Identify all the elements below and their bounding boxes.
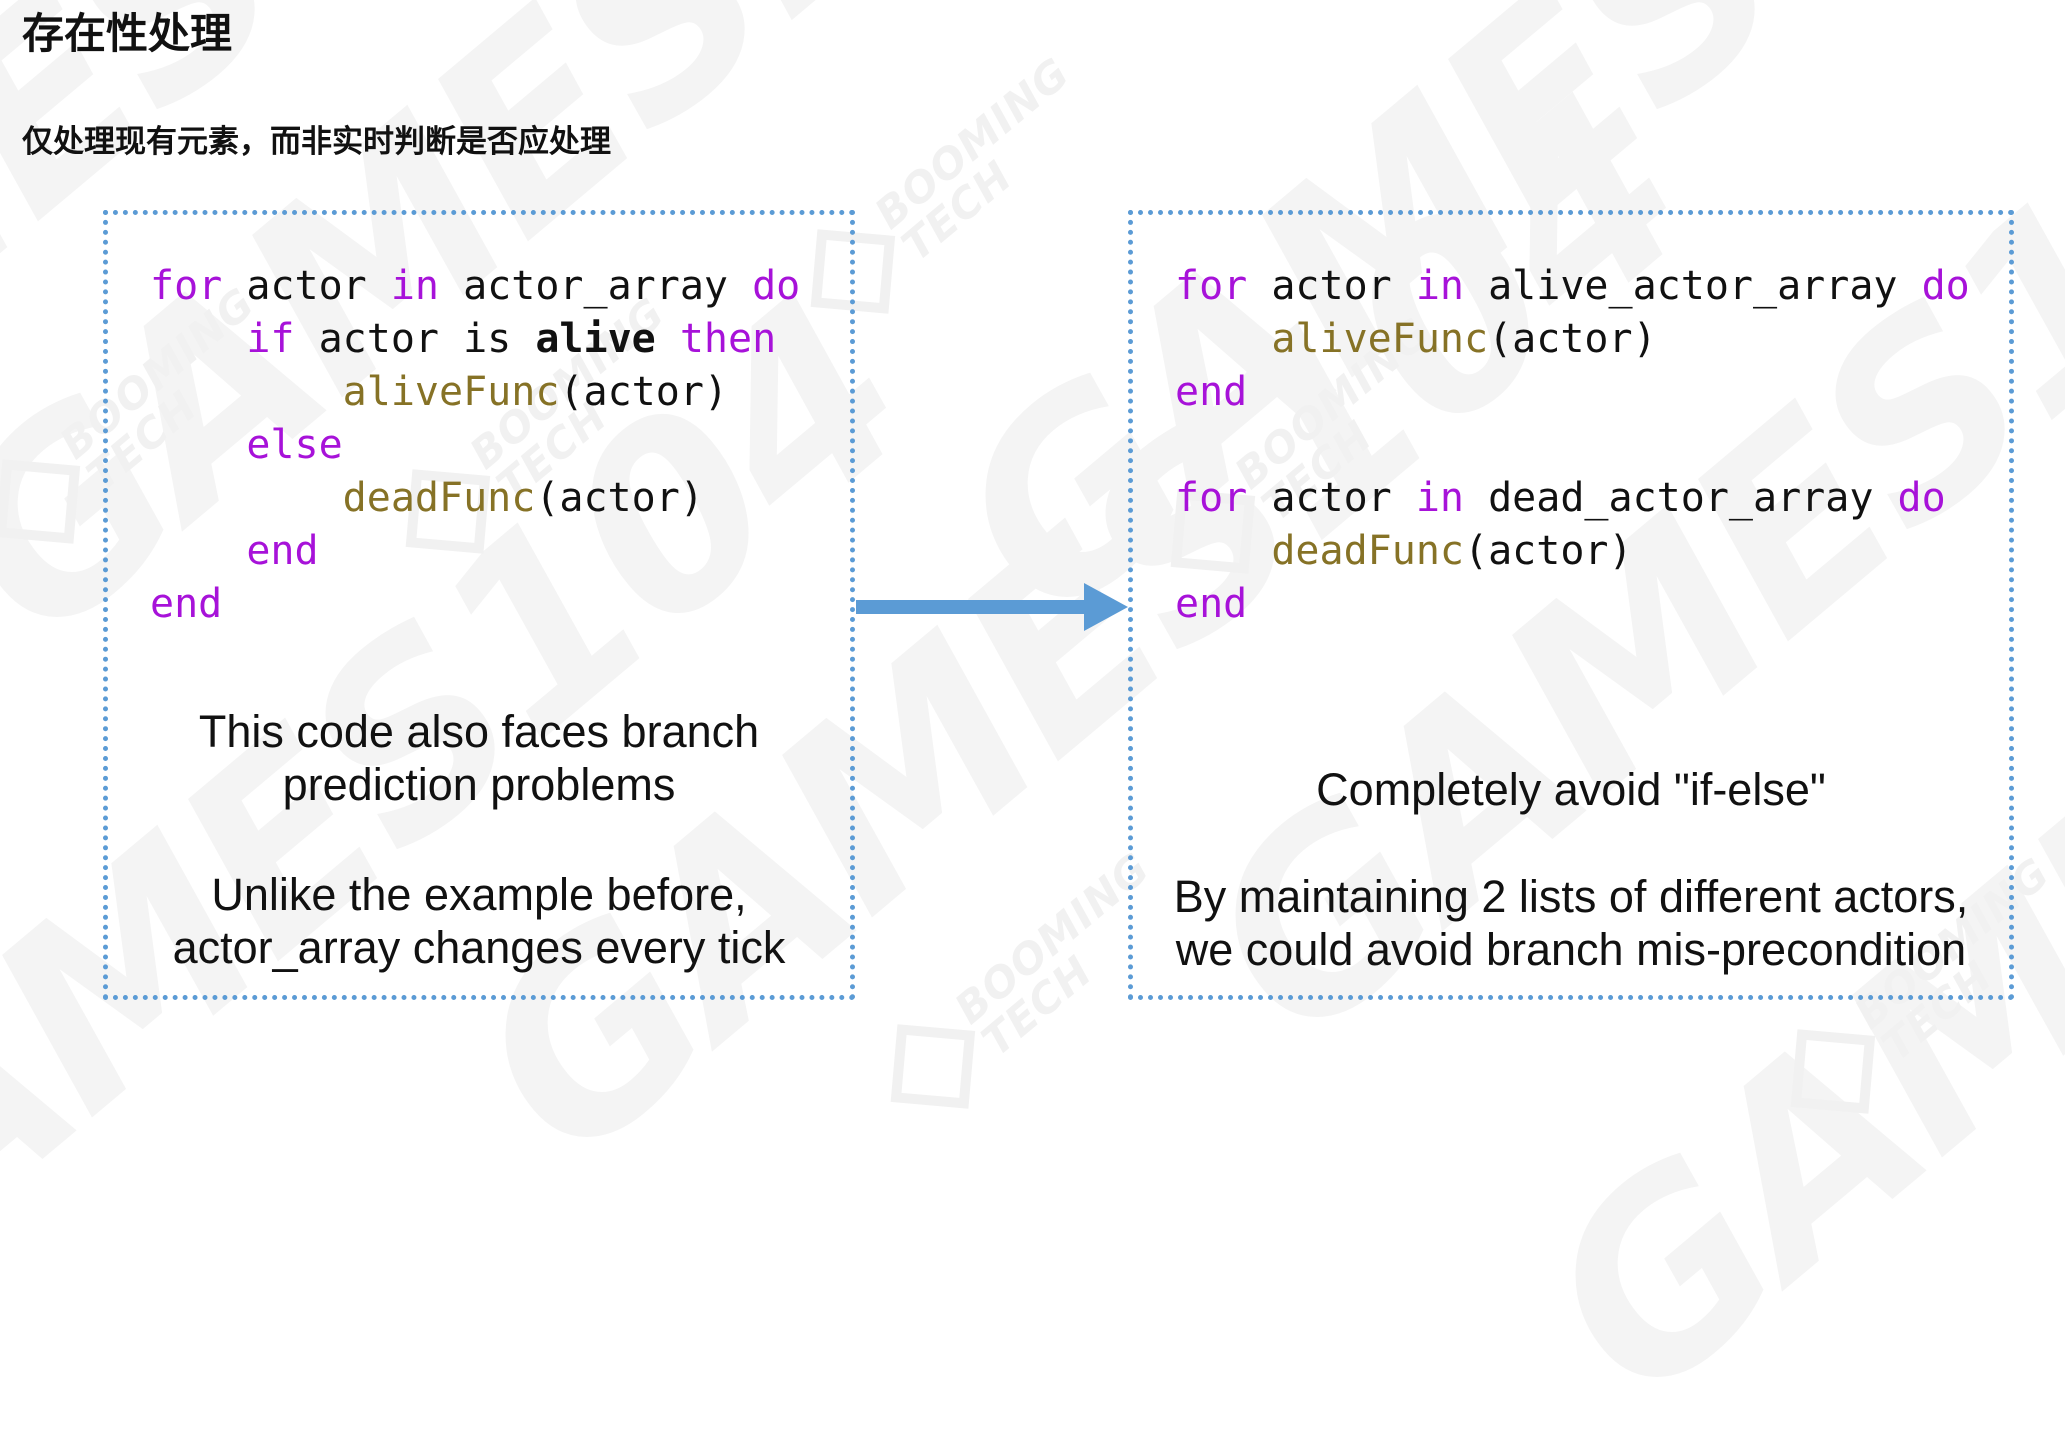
- code-line: aliveFunc(actor): [150, 366, 800, 419]
- booming-tech-text: TECH: [892, 151, 1022, 271]
- code-line: aliveFunc(actor): [1175, 313, 1970, 366]
- code-line: [1175, 419, 1970, 472]
- code-token: deadFunc: [1271, 528, 1464, 574]
- code-token: for: [1175, 263, 1248, 309]
- code-token: (actor): [1488, 316, 1657, 362]
- code-token: aliveFunc: [1271, 316, 1489, 362]
- code-line: end: [1175, 578, 1970, 631]
- caption-line: By maintaining 2 lists of different acto…: [1173, 871, 1969, 922]
- code-token: dead_actor_array: [1464, 475, 1898, 521]
- code-token: [150, 422, 246, 468]
- code-token: actor is: [294, 316, 536, 362]
- booming-tech-text: BOOMING: [945, 843, 1159, 1034]
- code-token: actor_array: [439, 263, 753, 309]
- arrow-right-icon: [856, 583, 1128, 631]
- code-token: actor: [1247, 475, 1416, 521]
- caption-line: actor_array changes every tick: [172, 922, 786, 973]
- right-caption-avoid-if-else: Completely avoid "if-else": [1133, 763, 2009, 816]
- code-token: deadFunc: [342, 475, 536, 521]
- code-token: else: [246, 422, 343, 468]
- code-token: in: [1415, 475, 1464, 521]
- code-token: aliveFunc: [342, 369, 560, 415]
- code-token: do: [1921, 263, 1970, 309]
- code-token: [150, 475, 343, 521]
- code-token: (actor): [535, 475, 704, 521]
- booming-tech-diamond-icon: [890, 1024, 976, 1109]
- code-token: then: [679, 316, 777, 362]
- code-token: actor: [1247, 263, 1416, 309]
- code-token: [150, 316, 246, 362]
- code-line: end: [1175, 366, 1970, 419]
- caption-line: Completely avoid "if-else": [1316, 764, 1826, 815]
- code-token: end: [150, 581, 223, 627]
- code-line: for actor in alive_actor_array do: [1175, 260, 1970, 313]
- caption-line: prediction problems: [282, 759, 676, 810]
- code-token: [656, 316, 680, 362]
- slide-title: 存在性处理: [22, 10, 233, 57]
- code-line: end: [150, 525, 800, 578]
- code-token: [150, 369, 343, 415]
- code-token: if: [246, 316, 295, 362]
- left-caption-array-changes: Unlike the example before,actor_array ch…: [108, 868, 850, 974]
- code-token: (actor): [1463, 528, 1633, 574]
- slide-subtitle: 仅处理现有元素，而非实时判断是否应处理: [22, 124, 611, 159]
- booming-tech-diamond-icon: [1790, 1029, 1876, 1114]
- code-token: [1175, 528, 1271, 574]
- code-token: (actor): [559, 369, 728, 415]
- code-line: if actor is alive then: [150, 313, 800, 366]
- booming-tech-text: BOOMING: [865, 48, 1079, 239]
- right-caption-two-lists: By maintaining 2 lists of different acto…: [1133, 870, 2009, 976]
- caption-line: This code also faces branch: [198, 706, 760, 757]
- code-line: deadFunc(actor): [1175, 525, 1970, 578]
- code-block-right: for actor in alive_actor_array do aliveF…: [1175, 260, 1970, 631]
- code-token: in: [390, 263, 439, 309]
- code-token: do: [752, 263, 801, 309]
- code-line: end: [150, 578, 800, 631]
- caption-line: we could avoid branch mis-precondition: [1175, 924, 1967, 975]
- code-token: end: [1175, 369, 1248, 415]
- code-token: for: [1175, 475, 1248, 521]
- code-line: for actor in actor_array do: [150, 260, 800, 313]
- caption-line: Unlike the example before,: [211, 869, 747, 920]
- left-code-panel: for actor in actor_array do if actor is …: [103, 210, 855, 1000]
- code-token: end: [246, 528, 319, 574]
- code-token: do: [1897, 475, 1946, 521]
- code-token: [1175, 316, 1271, 362]
- code-line: deadFunc(actor): [150, 472, 800, 525]
- code-block-left: for actor in actor_array do if actor is …: [150, 260, 800, 631]
- code-token: alive_actor_array: [1464, 263, 1922, 309]
- code-line: for actor in dead_actor_array do: [1175, 472, 1970, 525]
- code-token: alive: [535, 316, 656, 362]
- booming-tech-diamond-icon: [0, 459, 81, 544]
- code-token: end: [1175, 581, 1248, 627]
- code-token: [150, 528, 246, 574]
- code-token: actor: [222, 263, 391, 309]
- code-line: else: [150, 419, 800, 472]
- code-token: for: [150, 263, 223, 309]
- right-code-panel: for actor in alive_actor_array do aliveF…: [1128, 210, 2014, 1000]
- code-token: in: [1415, 263, 1464, 309]
